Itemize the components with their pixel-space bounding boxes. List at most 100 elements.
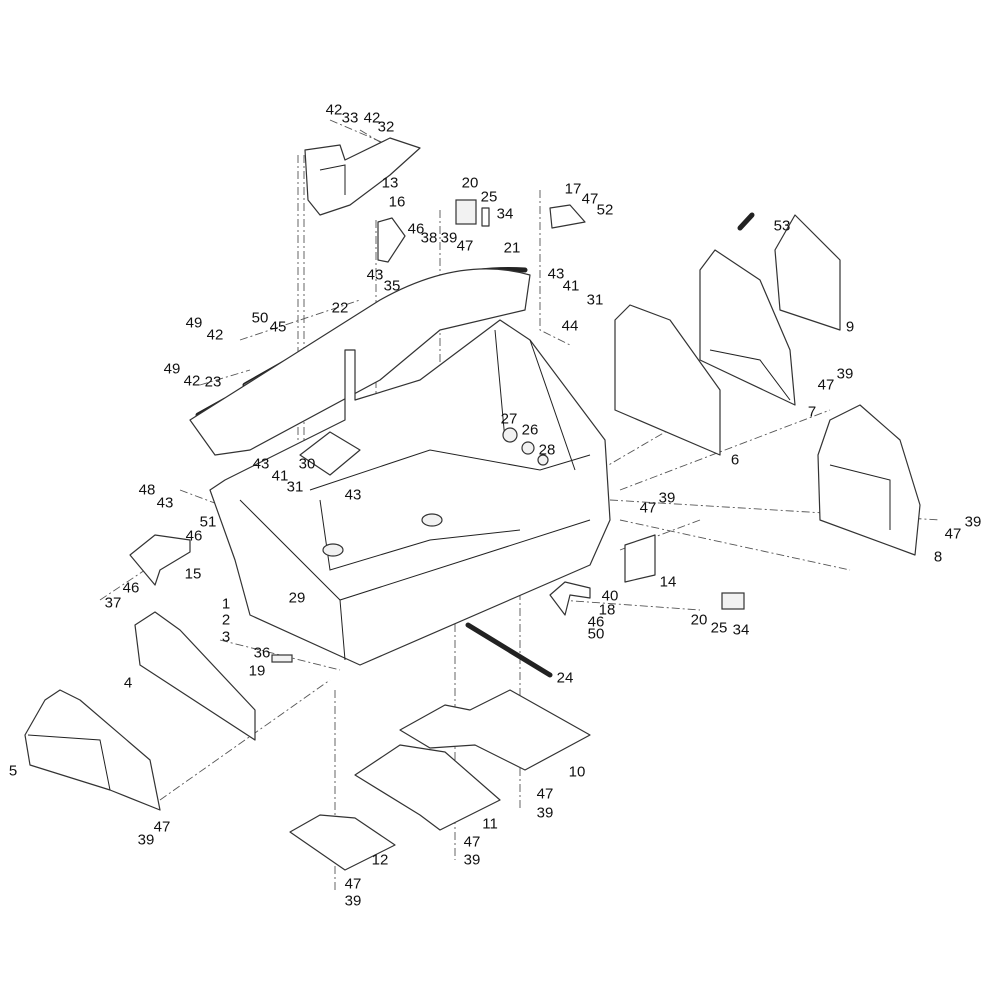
callout-30: 30: [298, 455, 316, 473]
callout-27: 27: [500, 410, 518, 428]
callout-50: 50: [251, 309, 269, 327]
callout-43: 43: [156, 494, 174, 512]
callout-52: 52: [596, 201, 614, 219]
callout-2: 2: [221, 611, 231, 629]
callout-47: 47: [153, 818, 171, 836]
callout-51: 51: [199, 513, 217, 531]
callout-31: 31: [286, 478, 304, 496]
part-26-grommet: [521, 441, 535, 455]
callout-47: 47: [456, 237, 474, 255]
callout-43: 43: [344, 486, 362, 504]
callout-8: 8: [933, 548, 943, 566]
callout-19: 19: [248, 662, 266, 680]
callout-48: 48: [138, 481, 156, 499]
callout-12: 12: [371, 851, 389, 869]
callout-13: 13: [381, 174, 399, 192]
callout-39: 39: [658, 489, 676, 507]
part-6-panel: [614, 304, 721, 456]
callout-25: 25: [480, 188, 498, 206]
callout-46: 46: [122, 579, 140, 597]
callout-35: 35: [383, 277, 401, 295]
callout-37: 37: [104, 594, 122, 612]
callout-11: 11: [482, 815, 498, 833]
callout-43: 43: [252, 455, 270, 473]
callout-28: 28: [538, 441, 556, 459]
callout-39: 39: [137, 831, 155, 849]
callout-38: 38: [420, 229, 438, 247]
callout-25: 25: [710, 619, 728, 637]
part-12-floor-plate: [289, 814, 396, 871]
part-4-panel: [134, 611, 256, 741]
part-28-grommet: [537, 454, 549, 466]
callout-47: 47: [463, 833, 481, 851]
callout-22: 22: [331, 299, 349, 317]
callout-40: 40: [601, 587, 619, 605]
part-24-rod: [465, 622, 553, 678]
callout-29: 29: [288, 589, 306, 607]
callout-47: 47: [944, 525, 962, 543]
callout-42: 42: [183, 372, 201, 390]
callout-47: 47: [817, 376, 835, 394]
part-5-cover: [24, 689, 161, 811]
callout-39: 39: [344, 892, 362, 910]
callout-16: 16: [388, 193, 406, 211]
callout-17: 17: [564, 180, 582, 198]
part-20-latch-right: [721, 592, 745, 610]
callout-41: 41: [271, 467, 289, 485]
callout-42: 42: [325, 101, 343, 119]
callout-20: 20: [690, 611, 708, 629]
part-27-grommet: [502, 427, 518, 443]
callout-20: 20: [461, 174, 479, 192]
callout-47: 47: [536, 785, 554, 803]
callout-49: 49: [163, 360, 181, 378]
callout-53: 53: [773, 217, 791, 235]
part-9-panel: [774, 214, 841, 331]
callout-34: 34: [732, 621, 750, 639]
callout-36: 36: [253, 644, 271, 662]
part-20-latch: [455, 199, 477, 225]
callout-41: 41: [562, 277, 580, 295]
callout-7: 7: [807, 403, 817, 421]
callout-47: 47: [639, 499, 657, 517]
part-18-bracket: [549, 581, 591, 616]
part-19-clip: [271, 654, 293, 663]
callout-42: 42: [206, 326, 224, 344]
part-15-bracket: [129, 534, 191, 586]
callout-39: 39: [836, 365, 854, 383]
callout-14: 14: [659, 573, 677, 591]
part-10-floor-plate: [399, 689, 591, 771]
callout-47: 47: [344, 875, 362, 893]
callout-24: 24: [556, 669, 574, 687]
callout-39: 39: [536, 804, 554, 822]
part-16-bracket: [377, 217, 406, 263]
callout-18: 18: [598, 601, 616, 619]
part-14-plate: [624, 534, 656, 583]
part-11-floor-plate: [354, 744, 501, 831]
part-8-cover: [817, 404, 921, 556]
frame-top-beam: [189, 268, 531, 456]
callout-45: 45: [269, 318, 287, 336]
callout-47: 47: [581, 190, 599, 208]
callout-46: 46: [587, 613, 605, 631]
callout-21: 21: [503, 239, 521, 257]
callout-5: 5: [8, 762, 18, 780]
callout-34: 34: [496, 205, 514, 223]
callout-15: 15: [184, 565, 202, 583]
callout-50: 50: [587, 625, 605, 643]
callout-26: 26: [521, 421, 539, 439]
part-7-cover: [699, 249, 796, 406]
part-13-bracket: [304, 137, 421, 216]
callout-9: 9: [845, 318, 855, 336]
callout-42: 42: [363, 109, 381, 127]
callout-32: 32: [377, 118, 395, 136]
part-17-gusset: [549, 204, 586, 229]
callout-43: 43: [366, 266, 384, 284]
callout-33: 33: [341, 109, 359, 127]
callout-39: 39: [440, 229, 458, 247]
callout-6: 6: [730, 451, 740, 469]
callout-46: 46: [407, 220, 425, 238]
part-25-plate: [481, 207, 490, 227]
part-1-main-frame: [209, 319, 611, 666]
